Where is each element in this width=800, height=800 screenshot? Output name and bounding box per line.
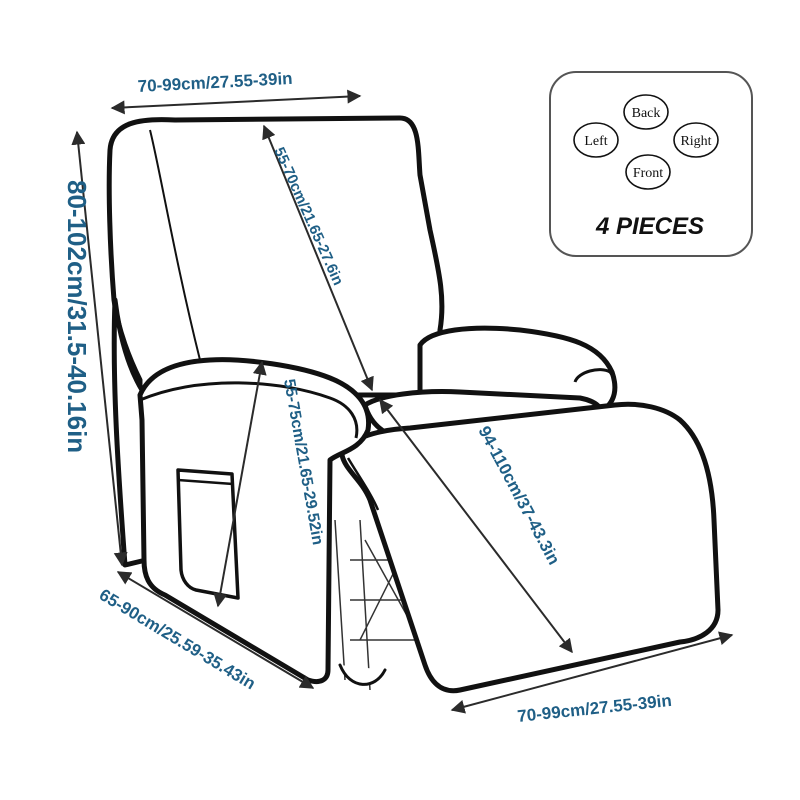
- piece-back: Back: [623, 94, 669, 130]
- piece-back-label: Back: [632, 106, 661, 121]
- bottom-width-label: 70-99cm/27.55-39in: [516, 691, 672, 726]
- top-width-label: 70-99cm/27.55-39in: [137, 69, 293, 96]
- piece-left-label: Left: [584, 134, 607, 149]
- top-width-arrow: [110, 89, 362, 115]
- height-label: 80-102cm/31.5-40.16in: [62, 180, 92, 453]
- depth-arrow: [116, 571, 315, 689]
- side-pocket: [176, 468, 240, 600]
- right-armrest-front: [573, 368, 617, 414]
- footrest: [339, 401, 721, 694]
- piece-right-label: Right: [680, 134, 711, 149]
- backrest-side-panel: [149, 129, 201, 361]
- height-arrow: [71, 130, 128, 567]
- piece-left: Left: [573, 122, 619, 158]
- armrest-arrow: [213, 360, 267, 608]
- piece-right: Right: [673, 122, 719, 158]
- piece-front-label: Front: [633, 166, 663, 181]
- footrest-arrow: [379, 398, 573, 654]
- pieces-count-label: 4 PIECES: [595, 213, 704, 240]
- footrest-edge: [346, 457, 380, 511]
- dimension-arrows: [71, 89, 734, 714]
- backrest-arrow: [262, 124, 374, 392]
- piece-front: Front: [625, 154, 671, 190]
- pieces-box: Back Left Right Front 4 PIECES: [549, 71, 753, 257]
- bottom-width-arrow: [450, 631, 734, 714]
